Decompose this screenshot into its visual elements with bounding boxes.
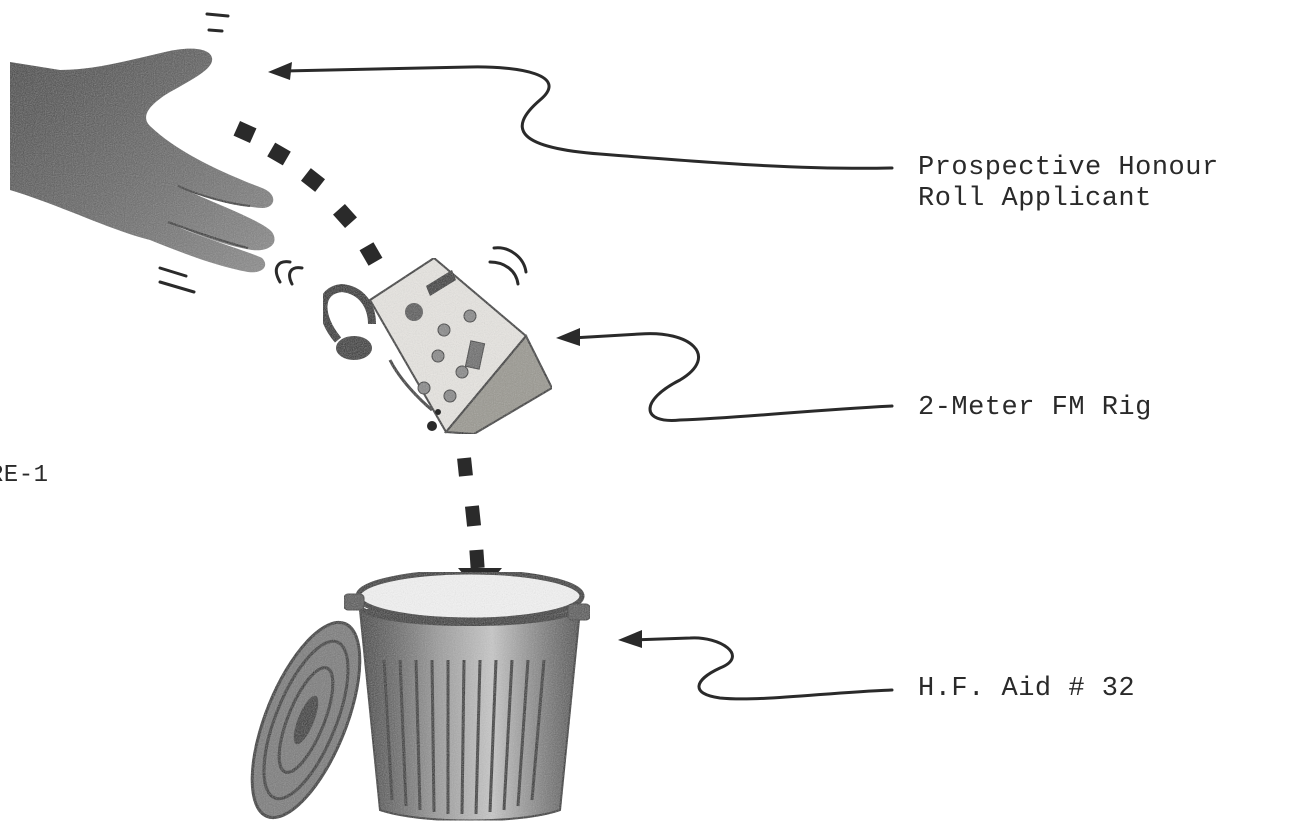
fm-rig-label: 2-Meter FM Rig <box>918 393 1152 423</box>
hf-aid-label: H.F. Aid # 32 <box>918 674 1136 704</box>
honour-pointer-line <box>282 65 894 170</box>
figure-caption: URE-1 <box>0 462 49 489</box>
pointer-arrows <box>282 65 894 701</box>
radio-icon <box>319 256 554 436</box>
stray-marks <box>427 409 441 431</box>
arrowheads <box>268 62 642 648</box>
trash-can-icon <box>343 569 591 822</box>
trash-can-lid-icon <box>250 620 362 820</box>
honour-roll-label: Prospective Honour Roll Applicant <box>918 153 1219 215</box>
aid-pointer-line <box>630 636 894 701</box>
hand-icon <box>10 48 275 273</box>
rig-pointer-line <box>570 332 894 422</box>
honour-roll-label-line2: Roll Applicant <box>918 184 1152 214</box>
honour-roll-label-line1: Prospective Honour <box>918 153 1219 183</box>
motion-marks-icon <box>158 12 528 294</box>
